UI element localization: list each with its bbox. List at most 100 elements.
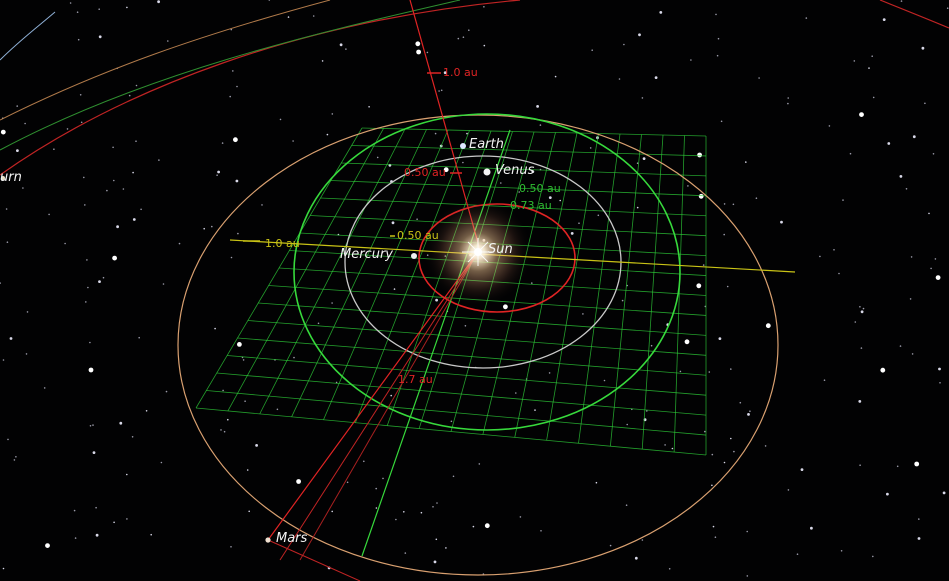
star: [416, 218, 418, 220]
star: [684, 339, 690, 345]
star: [930, 267, 932, 270]
star: [438, 90, 440, 92]
star: [603, 379, 606, 382]
saturn-dot-icon[interactable]: [1, 176, 5, 180]
star: [746, 530, 748, 533]
star: [248, 510, 250, 513]
star: [483, 44, 486, 47]
star: [77, 38, 80, 41]
star: [426, 51, 429, 54]
star: [503, 304, 508, 310]
grid-line: [514, 132, 578, 438]
venus-dot-icon[interactable]: [483, 168, 491, 176]
star: [905, 188, 908, 190]
star: [135, 140, 137, 142]
outer-orbit-arc-4: [0, 11, 56, 61]
star: [787, 102, 789, 105]
star: [720, 120, 723, 123]
star: [659, 11, 663, 14]
star: [132, 171, 134, 174]
venus-label[interactable]: Venus: [495, 163, 535, 178]
star: [726, 285, 729, 288]
star: [24, 122, 26, 125]
star: [368, 106, 370, 108]
star: [842, 199, 844, 201]
star: [415, 41, 421, 47]
star: [823, 379, 826, 382]
saturn-label[interactable]: urn: [0, 170, 22, 185]
grid-line: [578, 133, 621, 444]
star: [69, 2, 72, 4]
sun-label[interactable]: Sun: [488, 242, 513, 257]
star: [312, 15, 315, 17]
mars-label[interactable]: Mars: [276, 531, 308, 546]
star: [787, 489, 790, 491]
star: [88, 367, 94, 373]
star: [98, 8, 100, 10]
star: [872, 96, 875, 99]
star: [810, 526, 813, 530]
star: [393, 288, 396, 290]
star: [548, 372, 551, 374]
ecliptic-grid: [195, 127, 707, 456]
star: [16, 149, 19, 153]
star: [912, 135, 916, 139]
star: [687, 185, 689, 187]
star: [203, 227, 205, 230]
star: [819, 255, 821, 258]
star: [909, 298, 912, 300]
mercury-dot-icon[interactable]: [411, 253, 417, 259]
star: [634, 556, 638, 560]
mars-orbit: [177, 114, 779, 576]
star: [638, 33, 641, 37]
star: [416, 49, 421, 55]
grid-line: [237, 337, 707, 376]
outer-orbit-arc-right: [879, 0, 949, 29]
star: [858, 400, 862, 403]
mars-line-3: [299, 251, 479, 561]
star: [331, 510, 334, 513]
star: [22, 187, 24, 189]
star: [2, 359, 5, 361]
earth-dot-icon[interactable]: [460, 143, 466, 149]
star: [641, 539, 644, 541]
star: [80, 121, 83, 124]
star: [650, 344, 653, 347]
star: [914, 461, 920, 467]
star: [126, 473, 128, 476]
star: [452, 475, 455, 478]
mercury-label[interactable]: Mercury: [340, 247, 393, 262]
star: [2, 567, 5, 570]
star: [518, 191, 520, 193]
star: [853, 60, 856, 62]
star: [48, 213, 50, 216]
star: [292, 140, 294, 142]
star: [89, 425, 92, 427]
grid-line: [641, 134, 664, 450]
star: [589, 147, 592, 149]
star: [227, 418, 229, 421]
star: [723, 203, 726, 205]
grid-line: [216, 372, 707, 416]
star: [871, 55, 873, 57]
earth-label[interactable]: Earth: [469, 137, 504, 152]
star: [167, 40, 169, 42]
star: [712, 525, 715, 528]
star: [98, 280, 101, 283]
star: [717, 37, 720, 40]
mars-dot-icon[interactable]: [265, 537, 271, 543]
distance-label-bottom: 1.7 au: [398, 373, 433, 386]
grid-line: [227, 355, 707, 396]
star: [15, 456, 17, 458]
star: [704, 430, 706, 433]
sun-icon[interactable]: [474, 248, 482, 256]
star: [900, 0, 903, 2]
star: [331, 113, 334, 115]
star: [440, 89, 443, 92]
star: [531, 170, 535, 174]
star: [16, 105, 19, 107]
star: [718, 337, 722, 340]
